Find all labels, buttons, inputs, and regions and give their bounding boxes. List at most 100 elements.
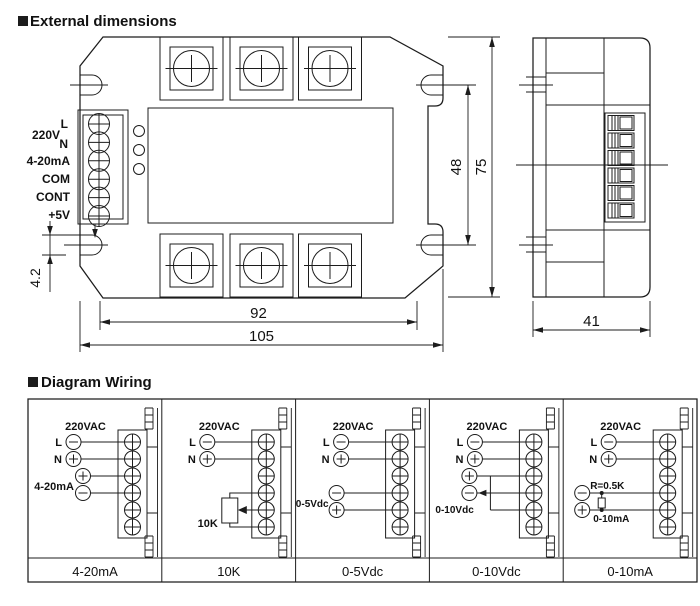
screw-terminal-icon: [391, 467, 409, 485]
power-label: 220VAC: [199, 421, 240, 433]
input-plus-icon: [574, 502, 591, 518]
led-indicators: [133, 125, 145, 175]
screw-terminal-icon: [391, 501, 409, 519]
label-neutral: N: [59, 137, 68, 151]
screw-terminal-icon: [525, 518, 543, 536]
wiring-panel-0-5vdc: 220VAC L N 0-5Vdc 0-5Vdc: [296, 407, 426, 579]
module-edge-fins: [412, 407, 426, 558]
input-minus-icon: [75, 485, 91, 501]
resistor-label: R=0.5K: [590, 481, 625, 492]
neutral-label: N: [322, 454, 330, 466]
led-icon: [133, 125, 145, 137]
screw-terminal-icon: [235, 247, 288, 284]
wiring-panel-4-20ma: 220VAC L N 4-20mA 4-20mA: [34, 407, 158, 579]
mounting-slot-bottom-right: [416, 234, 476, 256]
screw-terminal-icon: [257, 501, 275, 519]
section-marker-icon: [18, 16, 28, 26]
power-label: 220VAC: [333, 421, 374, 433]
screw-terminal-icon: [391, 450, 409, 468]
input-plus-icon: [461, 468, 478, 484]
connector-cell: [607, 150, 635, 166]
screw-terminal-icon: [124, 484, 141, 502]
neutral-node-icon: [65, 451, 82, 467]
module-edge-fins: [144, 407, 158, 558]
power-label: 220VAC: [65, 421, 106, 433]
label-line: L: [61, 117, 68, 131]
line-label: L: [590, 437, 597, 449]
label-5v: +5V: [48, 208, 70, 222]
terminal-block: [385, 429, 416, 539]
panel-caption: 0-10mA: [607, 564, 653, 579]
neutral-label: N: [54, 454, 62, 466]
side-body-outline: [532, 37, 651, 298]
line-label: L: [55, 437, 62, 449]
label-220v: 220V: [32, 128, 60, 142]
screw-terminal-icon: [525, 501, 543, 519]
terminal-block: [251, 429, 282, 539]
screw-terminal-icon: [124, 518, 141, 536]
screw-terminal-icon: [257, 450, 275, 468]
screw-terminal-icon: [525, 467, 543, 485]
panel-caption: 0-10Vdc: [472, 564, 521, 579]
screw-terminal-icon: [257, 484, 275, 502]
screw-terminal-icon: [88, 168, 110, 191]
panel-caption: 4-20mA: [72, 564, 118, 579]
screw-terminal-icon: [88, 131, 110, 154]
screw-terminal-icon: [124, 467, 141, 485]
dimension-inner-height-48: 48: [448, 85, 471, 245]
neutral-label: N: [188, 454, 196, 466]
dimension-height-75: 75: [448, 36, 500, 298]
terminal-block: [117, 429, 148, 539]
connector-cell: [607, 115, 635, 131]
screw-terminal-icon: [659, 450, 677, 468]
section-title-wiring: Diagram Wiring: [41, 374, 152, 391]
line-label: L: [457, 437, 464, 449]
screw-terminal-icon: [124, 433, 141, 451]
power-terminals-bottom: [159, 233, 362, 298]
input-label: 0-10Vdc: [435, 505, 474, 516]
neutral-label: N: [455, 454, 463, 466]
label-com: COM: [42, 172, 70, 186]
wiring-panel-0-10ma: 220VAC L N R=0.5K 0-10mA: [574, 407, 694, 579]
screw-terminal-icon: [88, 186, 110, 209]
label-plate: [147, 107, 394, 224]
terminal-block: [518, 429, 549, 539]
label-4-20ma: 4-20mA: [27, 154, 71, 168]
screw-terminal-icon: [659, 484, 677, 502]
line-node-icon: [333, 434, 350, 450]
wiring-panel-10k: 220VAC L N 10K 10K: [188, 407, 292, 579]
line-label: L: [323, 437, 330, 449]
shunt-resistor: [597, 491, 606, 512]
terminal-block: [652, 429, 683, 539]
dimension-depth-41: 41: [532, 301, 651, 337]
screw-terminal-icon: [659, 467, 677, 485]
screw-terminal-icon: [165, 50, 218, 87]
panel-caption: 0-5Vdc: [342, 564, 384, 579]
input-label: 10K: [198, 518, 218, 530]
screw-terminal-icon: [88, 113, 110, 135]
input-minus-icon: [328, 485, 345, 501]
side-view: 41: [516, 37, 668, 337]
side-connector-block: [604, 112, 646, 223]
neutral-node-icon: [333, 451, 350, 467]
mounting-slot-bottom-left: [64, 234, 108, 256]
screw-terminal-icon: [659, 433, 677, 451]
screw-terminal-icon: [391, 433, 409, 451]
wiring-panel-0-10vdc: 220VAC L N 0-10Vdc 0-10Vdc: [435, 407, 560, 579]
line-label: L: [189, 437, 196, 449]
dimension-width-105: 105: [79, 269, 444, 352]
dim-text-inner-width: 92: [250, 305, 267, 322]
dim-text-inner-height: 48: [448, 159, 465, 176]
wiring-table: 220VAC L N 4-20mA 4-20mA 220VAC L N: [27, 398, 698, 583]
screw-terminal-icon: [525, 484, 543, 502]
led-icon: [133, 144, 145, 156]
connector-cell: [607, 185, 635, 201]
screw-terminal-icon: [659, 518, 677, 536]
dimension-inner-width-92: 92: [99, 301, 418, 330]
line-node-icon: [65, 434, 82, 450]
input-label: 0-10mA: [593, 514, 629, 525]
screw-terminal-icon: [165, 247, 218, 284]
terminal-labels: L 220V N 4-20mA COM CONT +5V: [27, 117, 71, 222]
